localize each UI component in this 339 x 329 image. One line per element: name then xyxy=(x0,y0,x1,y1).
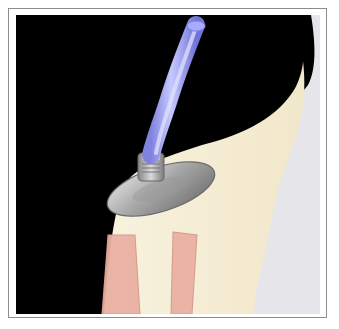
illustration-svg xyxy=(16,15,320,314)
tube-end xyxy=(187,21,205,31)
pink-strip-left xyxy=(102,235,140,314)
illustration xyxy=(16,15,320,314)
